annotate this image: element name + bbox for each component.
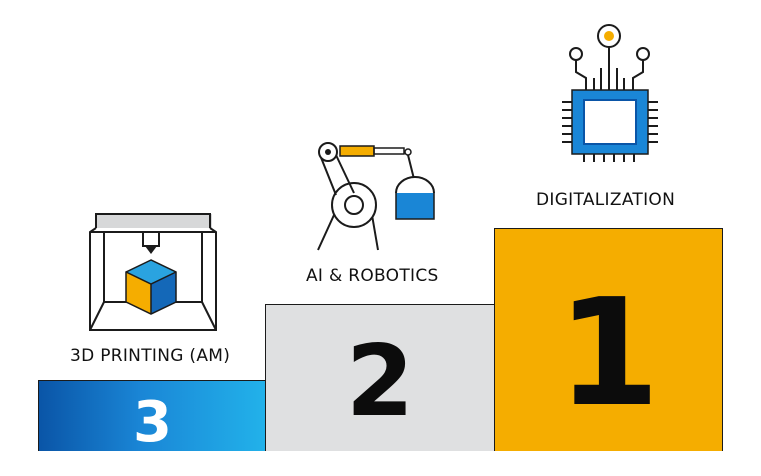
rank-number-2: 2 [345,325,415,439]
podium-block-1: 1 [494,228,723,451]
3d-printer-icon [89,213,217,331]
robotic-arm-icon [317,142,435,251]
label-3d-printing: 3D PRINTING (AM) [70,346,231,366]
rank-number-1: 1 [557,267,660,439]
rank-number-3: 3 [133,390,172,455]
podium-block-3: 3 [38,380,267,451]
microchip-icon [562,24,658,162]
label-digitalization: DIGITALIZATION [536,190,676,210]
label-ai-robotics: AI & ROBOTICS [306,266,439,286]
podium-block-2: 2 [265,304,495,451]
